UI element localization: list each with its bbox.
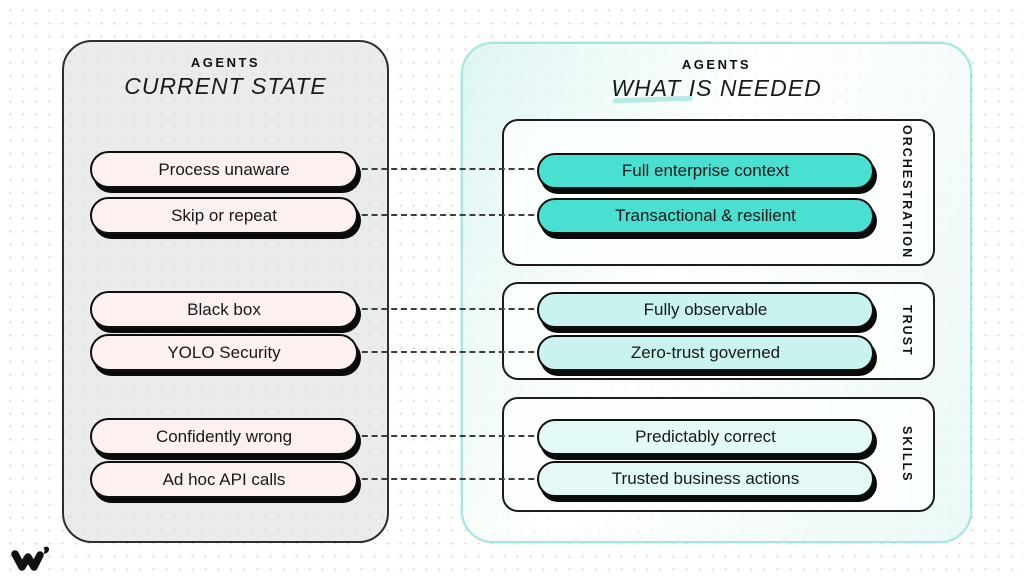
pill-label: YOLO Security (167, 342, 281, 362)
connector-process-to-context (352, 168, 544, 170)
right-panel-kicker: AGENTS (681, 57, 752, 72)
orchestration-label: ORCHESTRATION (900, 125, 914, 260)
pill-predictably-correct: Predictably correct (537, 419, 874, 455)
connector-adhoc-to-trusted (352, 478, 544, 480)
pill-skip-or-repeat: Skip or repeat (90, 197, 358, 234)
pill-black-box: Black box (90, 291, 358, 328)
pill-transactional-resilient: Transactional & resilient (537, 198, 874, 234)
pill-label: Process unaware (158, 159, 290, 179)
pill-label: Fully observable (643, 300, 768, 319)
pill-label: Transactional & resilient (615, 206, 796, 225)
connector-wrong-to-correct (352, 435, 544, 437)
workato-logo-icon (10, 544, 56, 574)
trust-label: TRUST (900, 305, 914, 357)
right-panel-title: WHAT IS NEEDED (611, 75, 822, 101)
pill-trusted-business-actions: Trusted business actions (537, 461, 874, 497)
connector-yolo-to-zerotrust (352, 351, 544, 353)
pill-fully-observable: Fully observable (537, 292, 874, 328)
connector-skip-to-transactional (352, 214, 544, 216)
what-is-needed-header: AGENTS WHAT IS NEEDED (461, 57, 972, 104)
connector-blackbox-to-observable (352, 308, 544, 310)
pill-yolo-security: YOLO Security (90, 334, 358, 371)
pill-label: Ad hoc API calls (162, 469, 286, 489)
pill-confidently-wrong: Confidently wrong (90, 418, 358, 455)
skills-label: SKILLS (900, 426, 914, 483)
pill-label: Skip or repeat (171, 205, 277, 225)
left-panel-kicker: AGENTS (190, 55, 261, 70)
pill-ad-hoc-api-calls: Ad hoc API calls (90, 461, 358, 498)
pill-label: Black box (187, 299, 261, 319)
pill-label: Trusted business actions (611, 469, 800, 488)
pill-zero-trust-governed: Zero-trust governed (537, 335, 874, 371)
orchestration-section-box (502, 119, 935, 266)
pill-label: Full enterprise context (621, 161, 790, 180)
pill-full-enterprise-context: Full enterprise context (537, 153, 874, 189)
left-panel-title: CURRENT STATE (124, 73, 327, 99)
pill-label: Zero-trust governed (630, 343, 781, 362)
pill-process-unaware: Process unaware (90, 151, 358, 188)
pill-label: Confidently wrong (155, 426, 293, 446)
pill-label: Predictably correct (635, 427, 776, 446)
current-state-header: AGENTS CURRENT STATE (62, 55, 389, 100)
